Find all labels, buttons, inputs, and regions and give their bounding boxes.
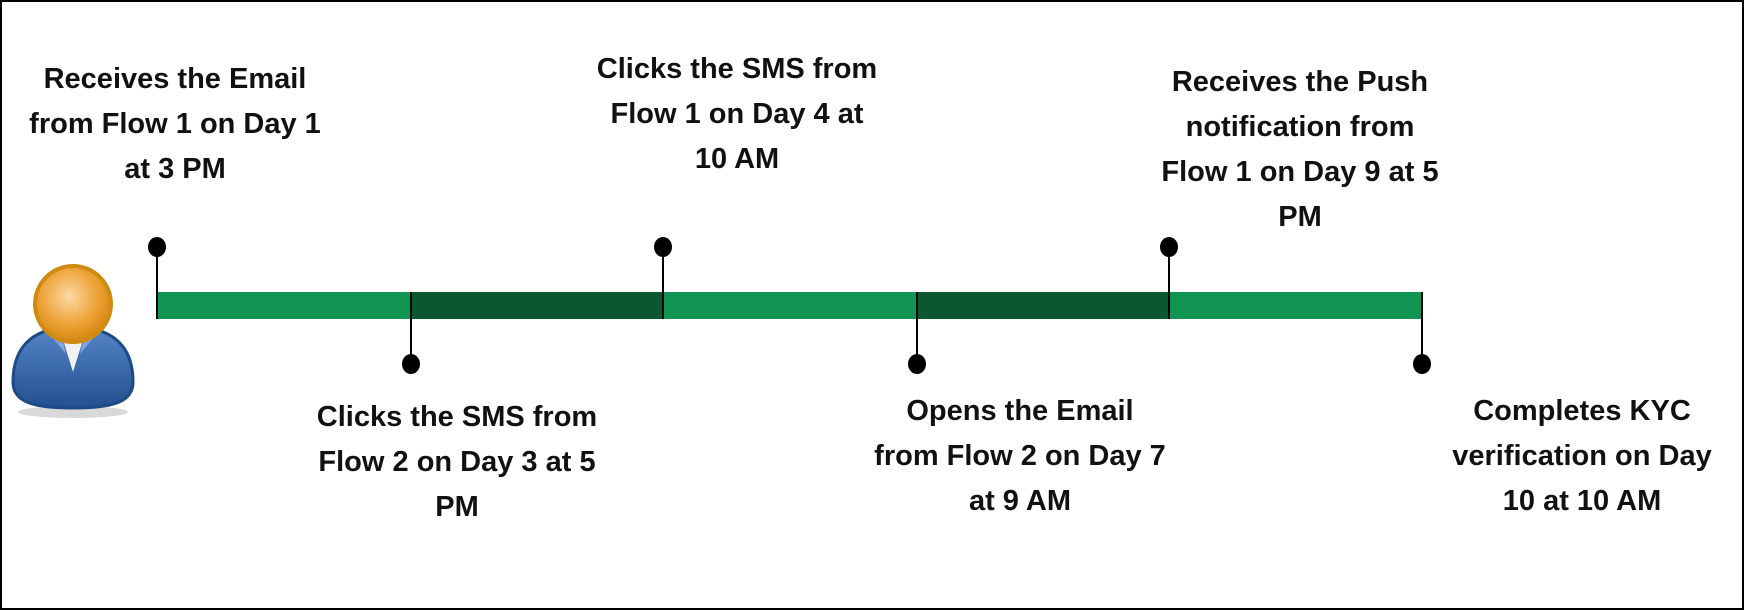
timeline-segment bbox=[1169, 292, 1422, 319]
user-icon bbox=[11, 264, 135, 418]
marker-stem bbox=[662, 247, 664, 319]
marker-dot bbox=[908, 354, 926, 374]
marker-stem bbox=[1168, 247, 1170, 319]
marker-stem bbox=[410, 292, 412, 364]
marker-stem bbox=[1421, 292, 1423, 364]
marker-dot bbox=[402, 354, 420, 374]
timeline-segment bbox=[917, 292, 1169, 319]
marker-stem bbox=[916, 292, 918, 364]
marker-stem bbox=[156, 247, 158, 319]
marker-dot bbox=[1413, 354, 1431, 374]
timeline-segment bbox=[157, 292, 411, 319]
marker-dot bbox=[1160, 237, 1178, 257]
timeline-segment bbox=[663, 292, 917, 319]
marker-dot bbox=[148, 237, 166, 257]
timeline-segment bbox=[411, 292, 663, 319]
marker-dot bbox=[654, 237, 672, 257]
